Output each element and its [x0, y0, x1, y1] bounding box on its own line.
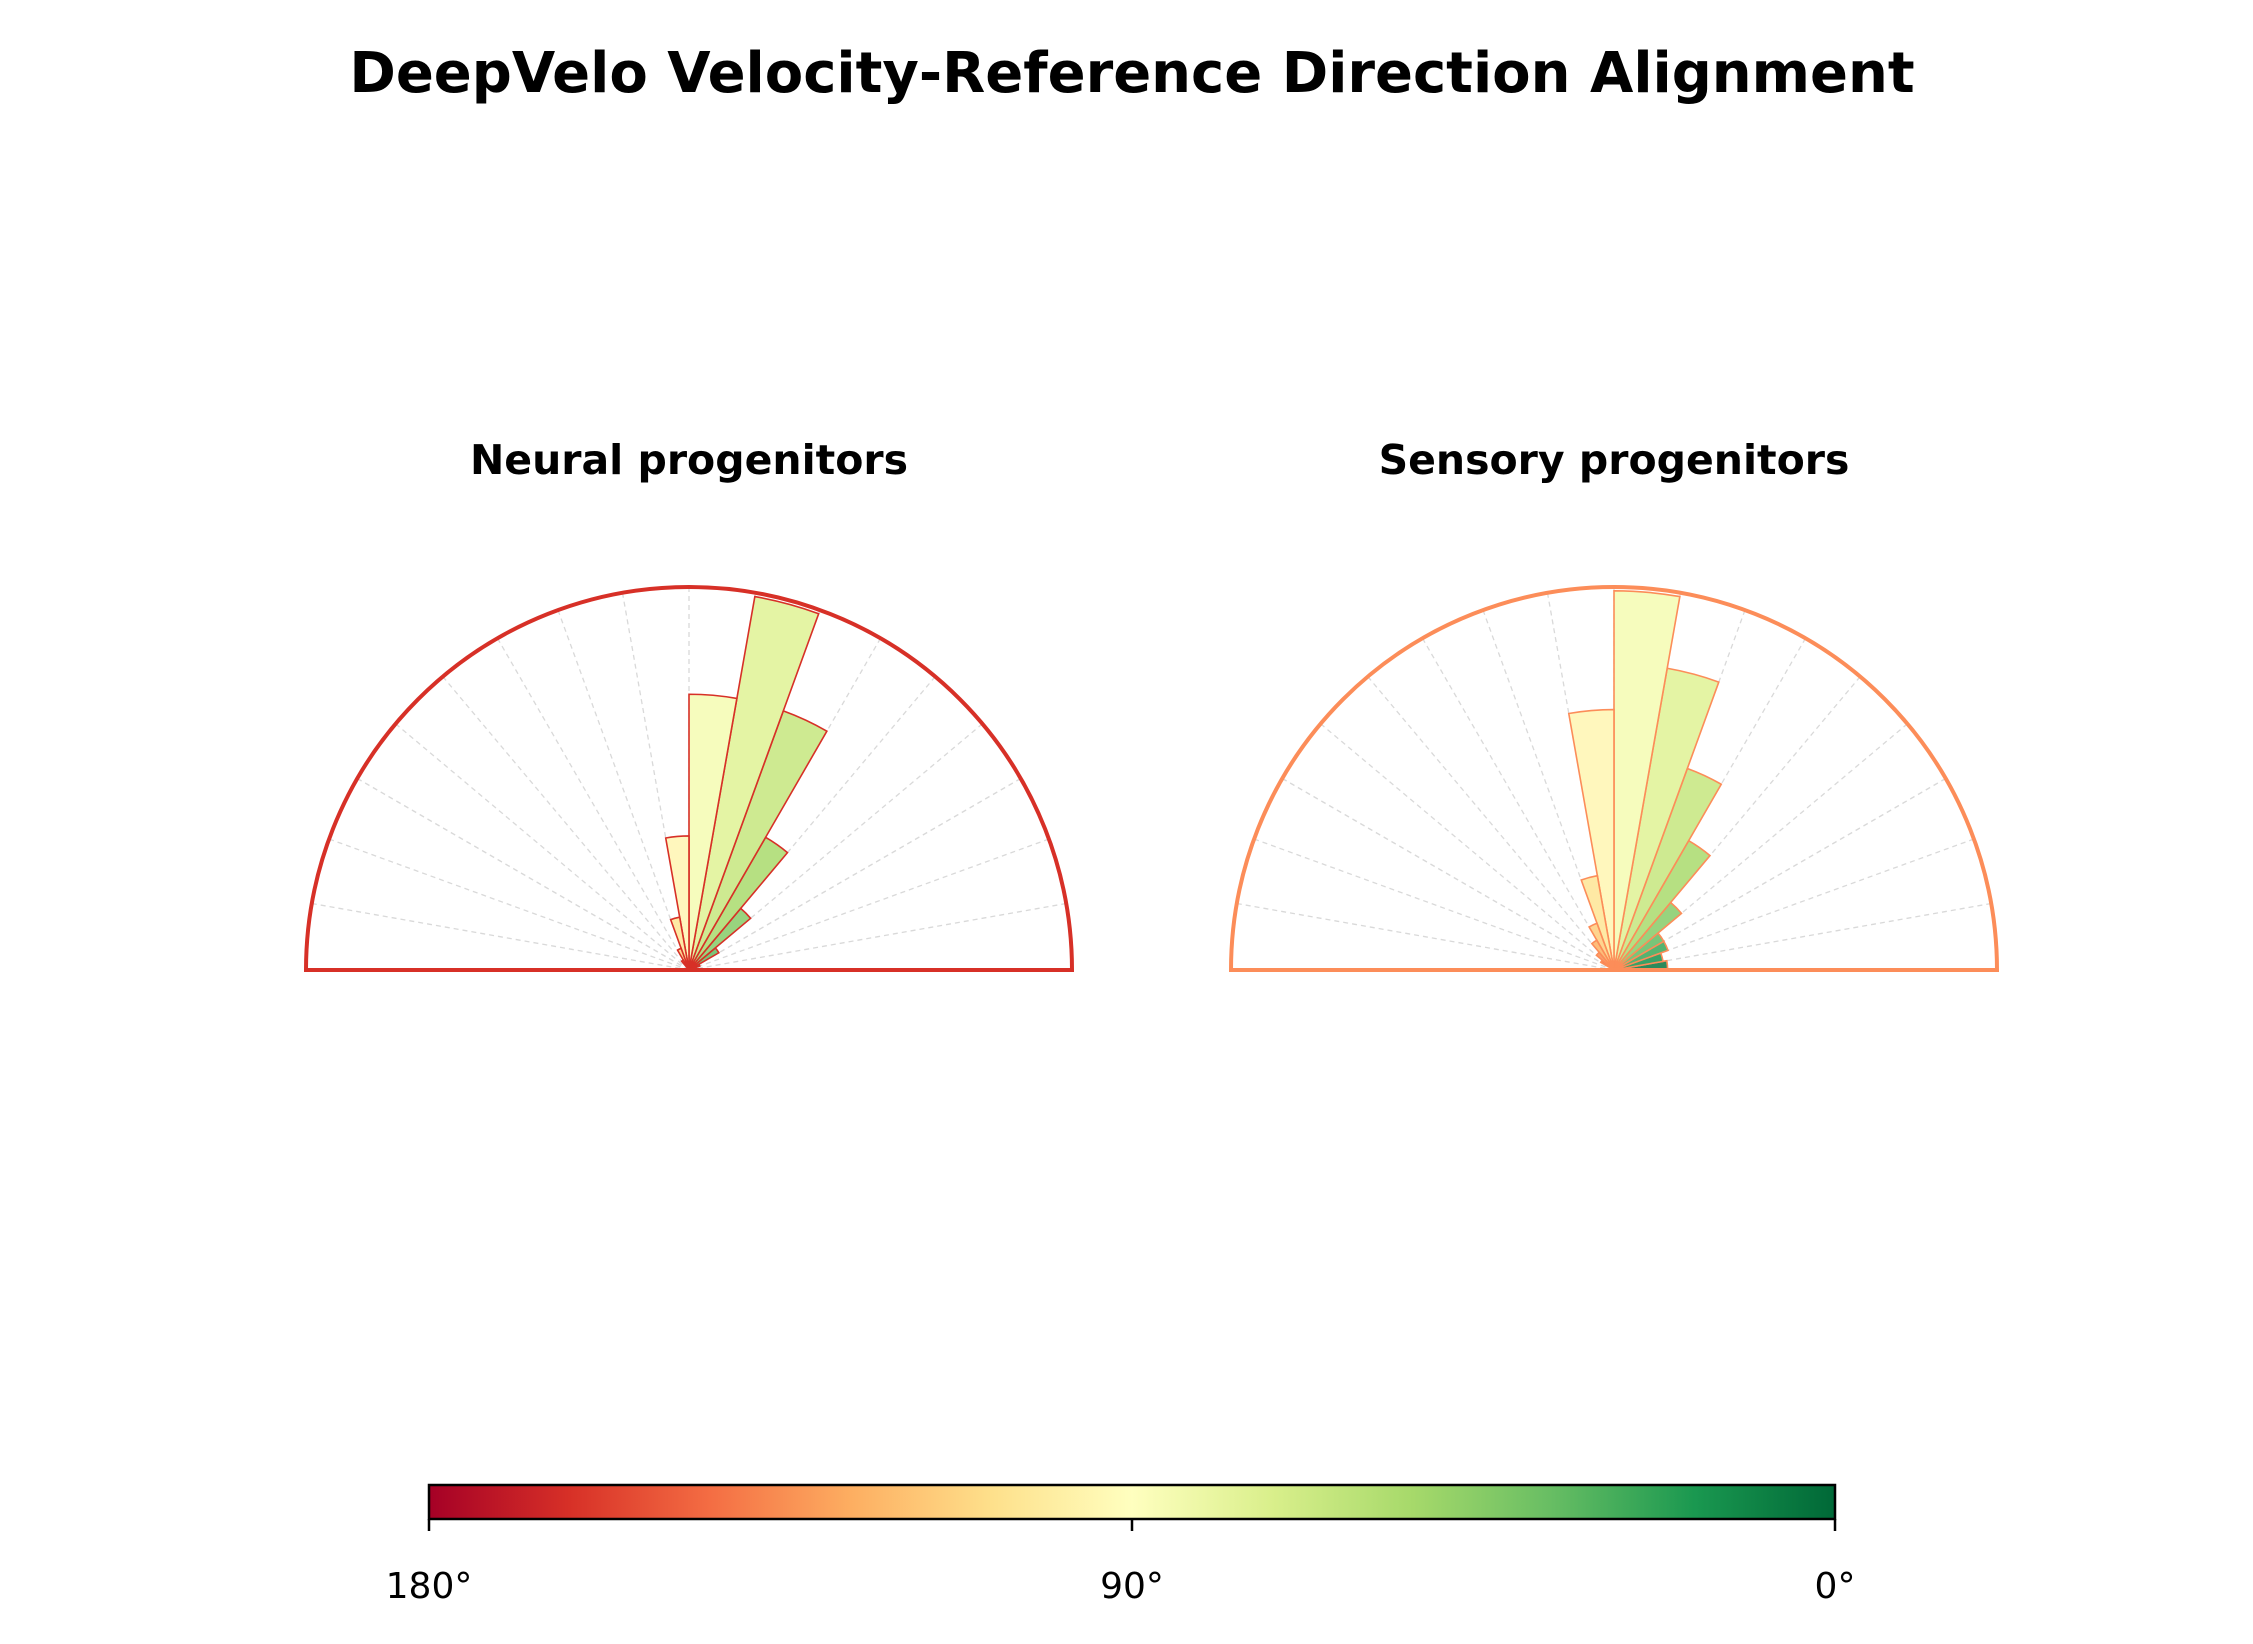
grid-line: [688, 838, 1050, 971]
grid-line: [442, 676, 690, 971]
panel-sensory-progenitors: Sensory progenitors: [1228, 436, 2000, 972]
grid-line: [557, 609, 690, 971]
histogram-bar: [680, 958, 690, 971]
grid-line: [688, 777, 1022, 971]
grid-line: [1613, 838, 1975, 971]
grid-line: [1421, 637, 1615, 971]
colorbar-gradient: [427, 1483, 1837, 1521]
grid-line: [496, 637, 690, 971]
polar-frame: [303, 585, 1075, 972]
grid-line: [1613, 777, 1947, 971]
colorbar: 180° 90° 0°: [386, 1483, 1856, 1607]
grid-line: [688, 902, 1067, 971]
grid-line: [328, 838, 690, 971]
grid-line: [1281, 777, 1615, 971]
histogram-bar: [1613, 590, 1681, 971]
colorbar-tick-label: 90°: [1100, 1566, 1164, 1607]
histogram-bar: [688, 595, 820, 971]
histogram-bar: [688, 693, 738, 971]
colorbar-tick-label: 180°: [386, 1566, 473, 1607]
grid-line: [1613, 902, 1992, 971]
panel-title: Neural progenitors: [470, 436, 908, 484]
chart-title: DeepVelo Velocity-Reference Direction Al…: [349, 41, 1914, 106]
polar-frame: [1228, 585, 2000, 972]
grid-line: [1367, 676, 1615, 971]
grid-line: [1236, 902, 1615, 971]
histogram-bar: [1599, 959, 1615, 971]
grid-line: [1253, 838, 1615, 971]
panel-neural-progenitors: Neural progenitors: [303, 436, 1075, 972]
grid-line: [356, 777, 690, 971]
grid-line: [1320, 723, 1615, 971]
panel-title: Sensory progenitors: [1379, 436, 1850, 484]
grid-line: [311, 902, 690, 971]
grid-line: [395, 723, 690, 971]
colorbar-tick-label: 0°: [1815, 1566, 1856, 1607]
